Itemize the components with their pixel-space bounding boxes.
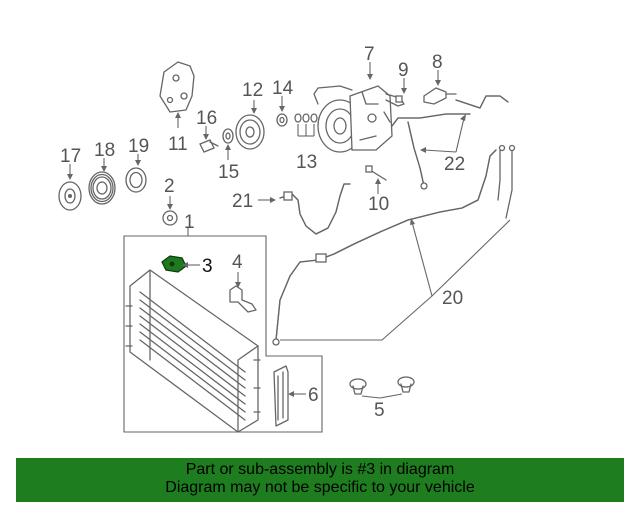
banner-line-1: Part or sub-assembly is #3 in diagram (185, 461, 455, 478)
callout-22: 22 (444, 154, 465, 175)
callout-10: 10 (368, 194, 389, 215)
callout-17: 17 (60, 146, 81, 167)
callout-12: 12 (242, 80, 263, 101)
condenser-assembly-frame (123, 235, 323, 433)
callout-1: 1 (184, 212, 195, 233)
bracket-part-3-highlighted[interactable] (161, 255, 187, 273)
callout-5: 5 (374, 400, 385, 421)
seal-part-6 (273, 365, 289, 427)
hose-part-22 (391, 95, 509, 190)
callout-21: 21 (232, 191, 253, 212)
shim-part-15 (222, 128, 234, 144)
washer-part-14 (276, 113, 288, 127)
coil-part-19 (125, 167, 147, 193)
washer-part-2 (162, 210, 178, 226)
bolt-part-16 (199, 139, 219, 153)
compressor-part-7 (313, 85, 393, 153)
callout-6: 6 (308, 385, 319, 406)
condenser-core (125, 269, 261, 433)
callout-15: 15 (218, 162, 239, 183)
bracket-part-11 (159, 61, 195, 113)
callout-2: 2 (164, 176, 175, 197)
line-part-20 (272, 144, 516, 346)
callout-9: 9 (398, 60, 409, 81)
bracket-part-4 (229, 285, 257, 313)
valve-part-9 (385, 93, 405, 107)
mount-part-5 (349, 376, 415, 395)
pulley-part-18 (88, 171, 116, 205)
o-rings-part-13 (294, 113, 318, 123)
banner-line-2: Diagram may not be specific to your vehi… (165, 479, 475, 496)
callout-8: 8 (432, 52, 443, 73)
callout-13: 13 (296, 152, 317, 173)
hose-part-21 (279, 183, 351, 235)
callout-14: 14 (272, 78, 294, 99)
callout-20: 20 (442, 288, 463, 309)
bolt-part-10 (365, 165, 387, 181)
callout-3[interactable]: 3 (202, 256, 213, 277)
switch-part-8 (423, 87, 457, 105)
callout-18: 18 (94, 140, 115, 161)
clutch-assembly-part-12 (235, 114, 265, 150)
part-info-banner: Part or sub-assembly is #3 in diagram Di… (16, 458, 624, 502)
callout-16: 16 (196, 108, 217, 129)
callout-11: 11 (168, 134, 188, 155)
callout-7: 7 (364, 44, 375, 65)
callout-4: 4 (232, 252, 243, 273)
callout-19: 19 (128, 136, 149, 157)
clutch-hub-part-17 (58, 181, 82, 211)
